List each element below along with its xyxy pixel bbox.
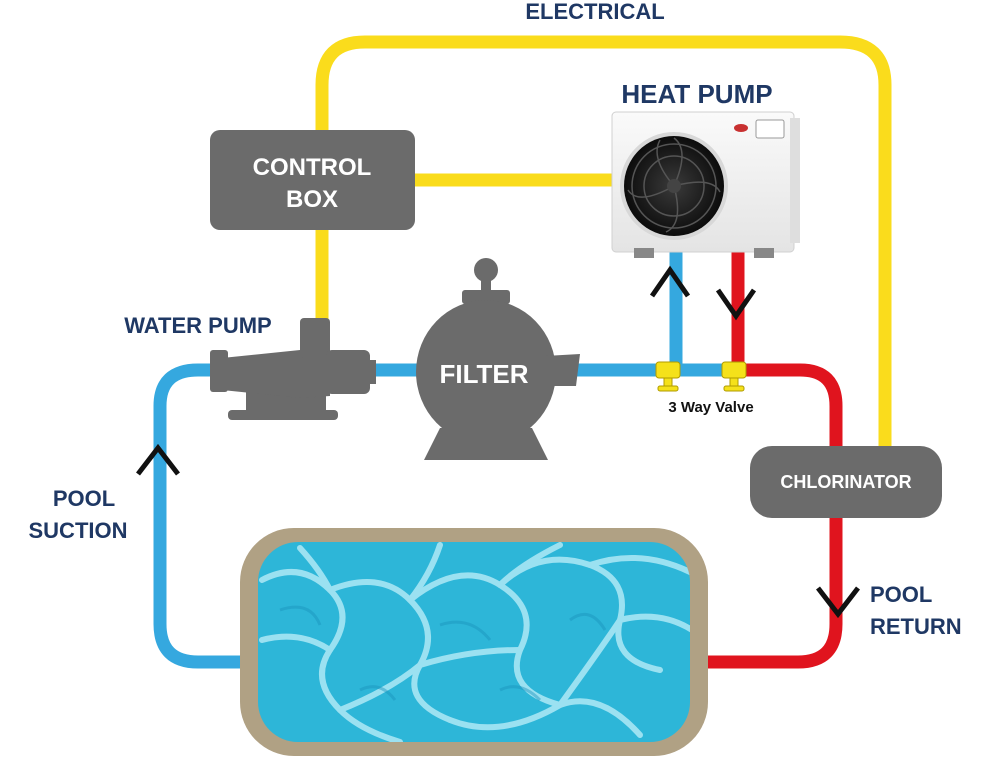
heat-pump-unit bbox=[611, 111, 800, 258]
chlorinator bbox=[750, 446, 942, 518]
control-box-label-line1: CONTROL bbox=[253, 154, 372, 181]
filter-icon bbox=[416, 258, 580, 460]
chevron-down-icon bbox=[816, 586, 860, 619]
pool-suction-label-line1: POOL bbox=[53, 486, 115, 511]
brand-logo-icon bbox=[734, 124, 748, 132]
heat-pump-label: HEAT PUMP bbox=[621, 79, 772, 109]
pool-return-label-line2: RETURN bbox=[870, 614, 962, 639]
electrical-wiring bbox=[315, 35, 892, 448]
filter-label: FILTER bbox=[439, 359, 528, 389]
chevron-up-icon bbox=[136, 443, 180, 476]
pool bbox=[240, 528, 708, 756]
three-way-valve-icon bbox=[655, 361, 681, 392]
three-way-valve-label: 3 Way Valve bbox=[668, 399, 753, 416]
three-way-valve-icon bbox=[721, 361, 747, 392]
pool-suction-label-line2: SUCTION bbox=[29, 518, 128, 543]
chevron-down-icon bbox=[715, 288, 757, 321]
pool-return-label-line1: POOL bbox=[870, 582, 932, 607]
water-pump-icon bbox=[210, 318, 376, 420]
control-box-label-line2: BOX bbox=[286, 186, 338, 213]
cold-water-pipes bbox=[153, 252, 742, 669]
chevron-up-icon bbox=[649, 265, 691, 298]
water-pump-label: WATER PUMP bbox=[124, 313, 271, 338]
electrical-label: ELECTRICAL bbox=[525, 0, 664, 24]
control-box bbox=[210, 130, 415, 230]
chlorinator-label: CHLORINATOR bbox=[780, 472, 911, 492]
